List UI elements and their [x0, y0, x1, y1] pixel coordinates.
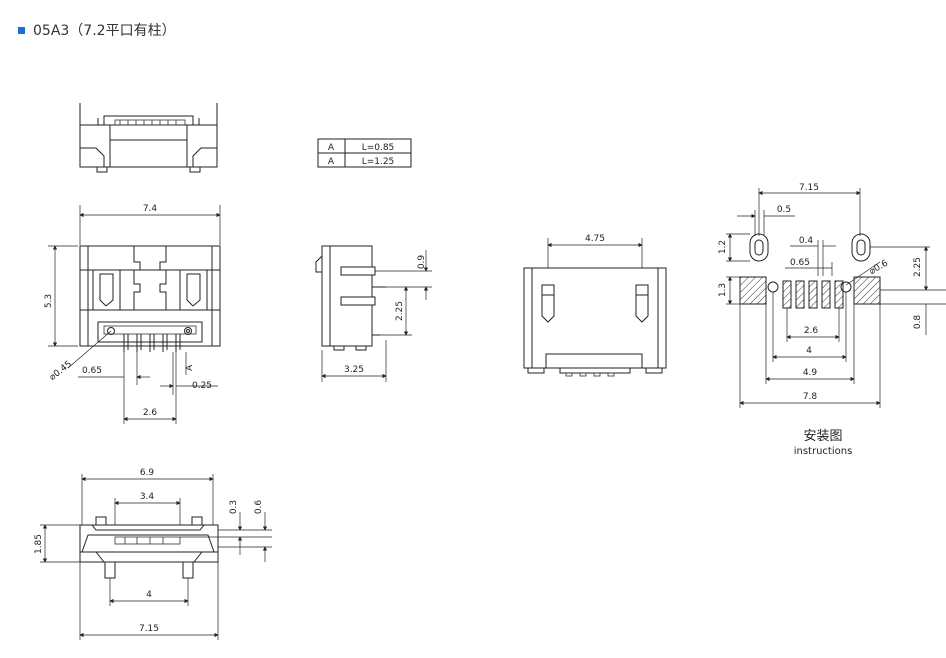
fp-right-offset-label: 0.8 [913, 315, 923, 330]
table-row-2-value: L=1.25 [362, 157, 395, 167]
fp-caption: 安装图 [803, 429, 842, 444]
title-text: 05A3（7.2平口有柱） [33, 23, 176, 39]
fp-pad-width-label: 0.4 [799, 236, 814, 246]
fp-right-height-label: 2.25 [913, 257, 923, 277]
op-outer-width-label: 6.9 [140, 468, 155, 478]
side-depth-label: 3.25 [344, 365, 364, 375]
front-view: 7.4 5.3 ⌀0.45 [44, 204, 221, 424]
fp-slot-spacing-label: 7.15 [799, 183, 819, 193]
front-a-label: A [185, 364, 195, 371]
fp-pad-span-label: 2.6 [804, 326, 819, 336]
fp-pitch-label: 0.65 [790, 258, 810, 268]
fp-hole-label: ⌀0.6 [868, 258, 890, 277]
table-row-2-key: A [328, 157, 335, 167]
side-view: 0.9 2.25 3.25 [315, 245, 432, 382]
op-post-spacing-label: 4 [146, 590, 152, 600]
fp-pad-height-label: 1.3 [718, 283, 728, 297]
footprint-view: 7.15 0.5 1.2 0.4 0.65 ⌀0.6 [718, 183, 946, 457]
op-inner-width-label: 3.4 [140, 492, 155, 502]
back-post-spacing-label: 4.75 [585, 234, 605, 244]
fp-inner-span-label: 4.9 [803, 368, 818, 378]
side-pin-offset-label: 2.25 [395, 301, 405, 321]
side-top-label: 0.9 [417, 255, 427, 270]
fp-total-width-label: 7.8 [803, 392, 818, 402]
front-pin-width-label: 0.25 [192, 381, 212, 391]
table-row-1-value: L=0.85 [362, 143, 395, 153]
opening-view: 6.9 3.4 0.3 0.6 1.85 [34, 468, 272, 640]
bullet-icon [18, 26, 25, 34]
op-bottom-width-label: 7.15 [139, 624, 159, 634]
fp-caption-sub: instructions [794, 446, 853, 457]
op-dim-a-label: 0.3 [229, 500, 239, 514]
length-table: A L=0.85 A L=1.25 [317, 138, 412, 168]
fp-slot-height-label: 1.2 [718, 240, 728, 254]
front-pitch-label: 0.65 [82, 366, 102, 376]
front-width-label: 7.4 [143, 204, 158, 214]
top-view [79, 103, 218, 173]
fp-hole-spacing-label: 4 [806, 346, 812, 356]
front-height-label: 5.3 [44, 294, 54, 308]
op-dim-b-label: 0.6 [254, 500, 264, 515]
fp-slot-width-label: 0.5 [777, 205, 791, 215]
table-row-1-key: A [328, 143, 335, 153]
front-span-label: 2.6 [143, 408, 158, 418]
front-hole-label: ⌀0.45 [48, 359, 74, 383]
op-height-label: 1.85 [34, 534, 44, 554]
page-title: 05A3（7.2平口有柱） [18, 20, 176, 40]
back-view: 4.75 [523, 234, 667, 377]
